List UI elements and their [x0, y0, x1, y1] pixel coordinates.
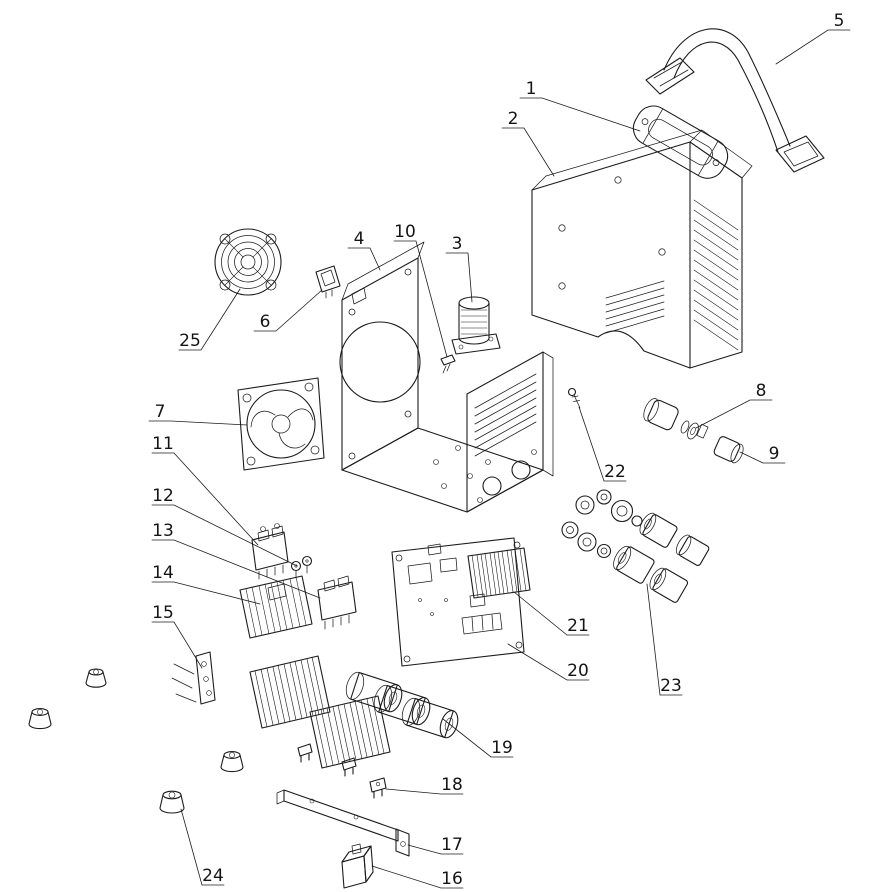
pcb-board — [391, 537, 525, 667]
callout-label-14: 14 — [152, 563, 174, 583]
rubber-foot — [28, 708, 52, 730]
fan-cutout-hole — [339, 321, 421, 403]
switch-box-16 — [341, 843, 374, 889]
inductors-19 — [345, 671, 459, 739]
washer-set-lower — [561, 521, 689, 603]
capacitors-12 — [290, 555, 313, 579]
callout-label-22: 22 — [604, 462, 626, 482]
callout-label-21: 21 — [567, 616, 589, 636]
output-socket-hole — [511, 460, 531, 480]
screw-10 — [440, 354, 456, 374]
callout-label-18: 18 — [441, 775, 463, 795]
handle — [632, 105, 729, 179]
heatsink-lower-2 — [309, 695, 391, 769]
callout-label-17: 17 — [441, 835, 463, 855]
callout-label-25: 25 — [179, 331, 201, 351]
screw-22 — [567, 387, 581, 409]
rubber-foot — [159, 790, 185, 814]
callout-labels: 1 2 3 4 5 6 7 8 9 10 11 12 13 14 15 16 1… — [152, 11, 844, 889]
callout-label-4: 4 — [354, 229, 365, 249]
rubber-foot — [85, 668, 107, 688]
mounting-bar-17 — [276, 789, 410, 857]
relay-component-11 — [251, 523, 289, 580]
rocker-switch — [315, 265, 341, 299]
callout-label-2: 2 — [508, 109, 519, 129]
callout-label-19: 19 — [491, 738, 513, 758]
callout-label-16: 16 — [441, 869, 463, 889]
bushing-23 — [649, 567, 689, 603]
callout-label-20: 20 — [567, 661, 589, 681]
rectifier-block — [467, 547, 531, 599]
cover-assembly — [531, 129, 753, 369]
fan-guard — [214, 228, 282, 296]
heatsink-lower-1 — [249, 655, 331, 729]
callout-label-23: 23 — [660, 676, 682, 696]
callout-leaders — [148, 29, 851, 889]
cooling-fan — [237, 377, 325, 471]
cover-screw-holes — [558, 176, 666, 290]
callout-label-9: 9 — [769, 444, 780, 464]
callout-label-13: 13 — [152, 521, 174, 541]
cover-vent-fins — [693, 199, 739, 351]
callout-label-8: 8 — [756, 381, 767, 401]
knob-assembly — [643, 398, 744, 464]
callout-label-7: 7 — [155, 402, 166, 422]
callout-label-6: 6 — [260, 312, 271, 332]
rubber-feet-24 — [28, 668, 244, 814]
callout-label-3: 3 — [452, 234, 463, 254]
output-socket-hole — [482, 476, 502, 496]
washer-set-upper — [575, 489, 710, 566]
bracket-15 — [171, 651, 216, 705]
callout-label-1: 1 — [526, 79, 537, 99]
callout-label-11: 11 — [152, 434, 174, 454]
chassis-floor — [341, 427, 544, 513]
cover-louvers — [605, 280, 665, 334]
callout-label-15: 15 — [152, 603, 174, 623]
heatsink-14 — [239, 575, 313, 639]
shoulder-strap — [645, 28, 825, 173]
callout-label-5: 5 — [834, 11, 845, 31]
transformer-component-13 — [317, 575, 357, 630]
coil-transformer — [451, 296, 501, 355]
bushing-23 — [613, 545, 655, 584]
callout-label-24: 24 — [202, 866, 224, 886]
front-louver-panel — [466, 351, 544, 513]
inner-chassis — [339, 241, 554, 513]
cable-clamps-18 — [297, 743, 387, 799]
callout-label-12: 12 — [152, 486, 174, 506]
knob-cap — [713, 436, 744, 464]
rubber-foot — [220, 751, 244, 773]
callout-label-10: 10 — [394, 222, 416, 242]
